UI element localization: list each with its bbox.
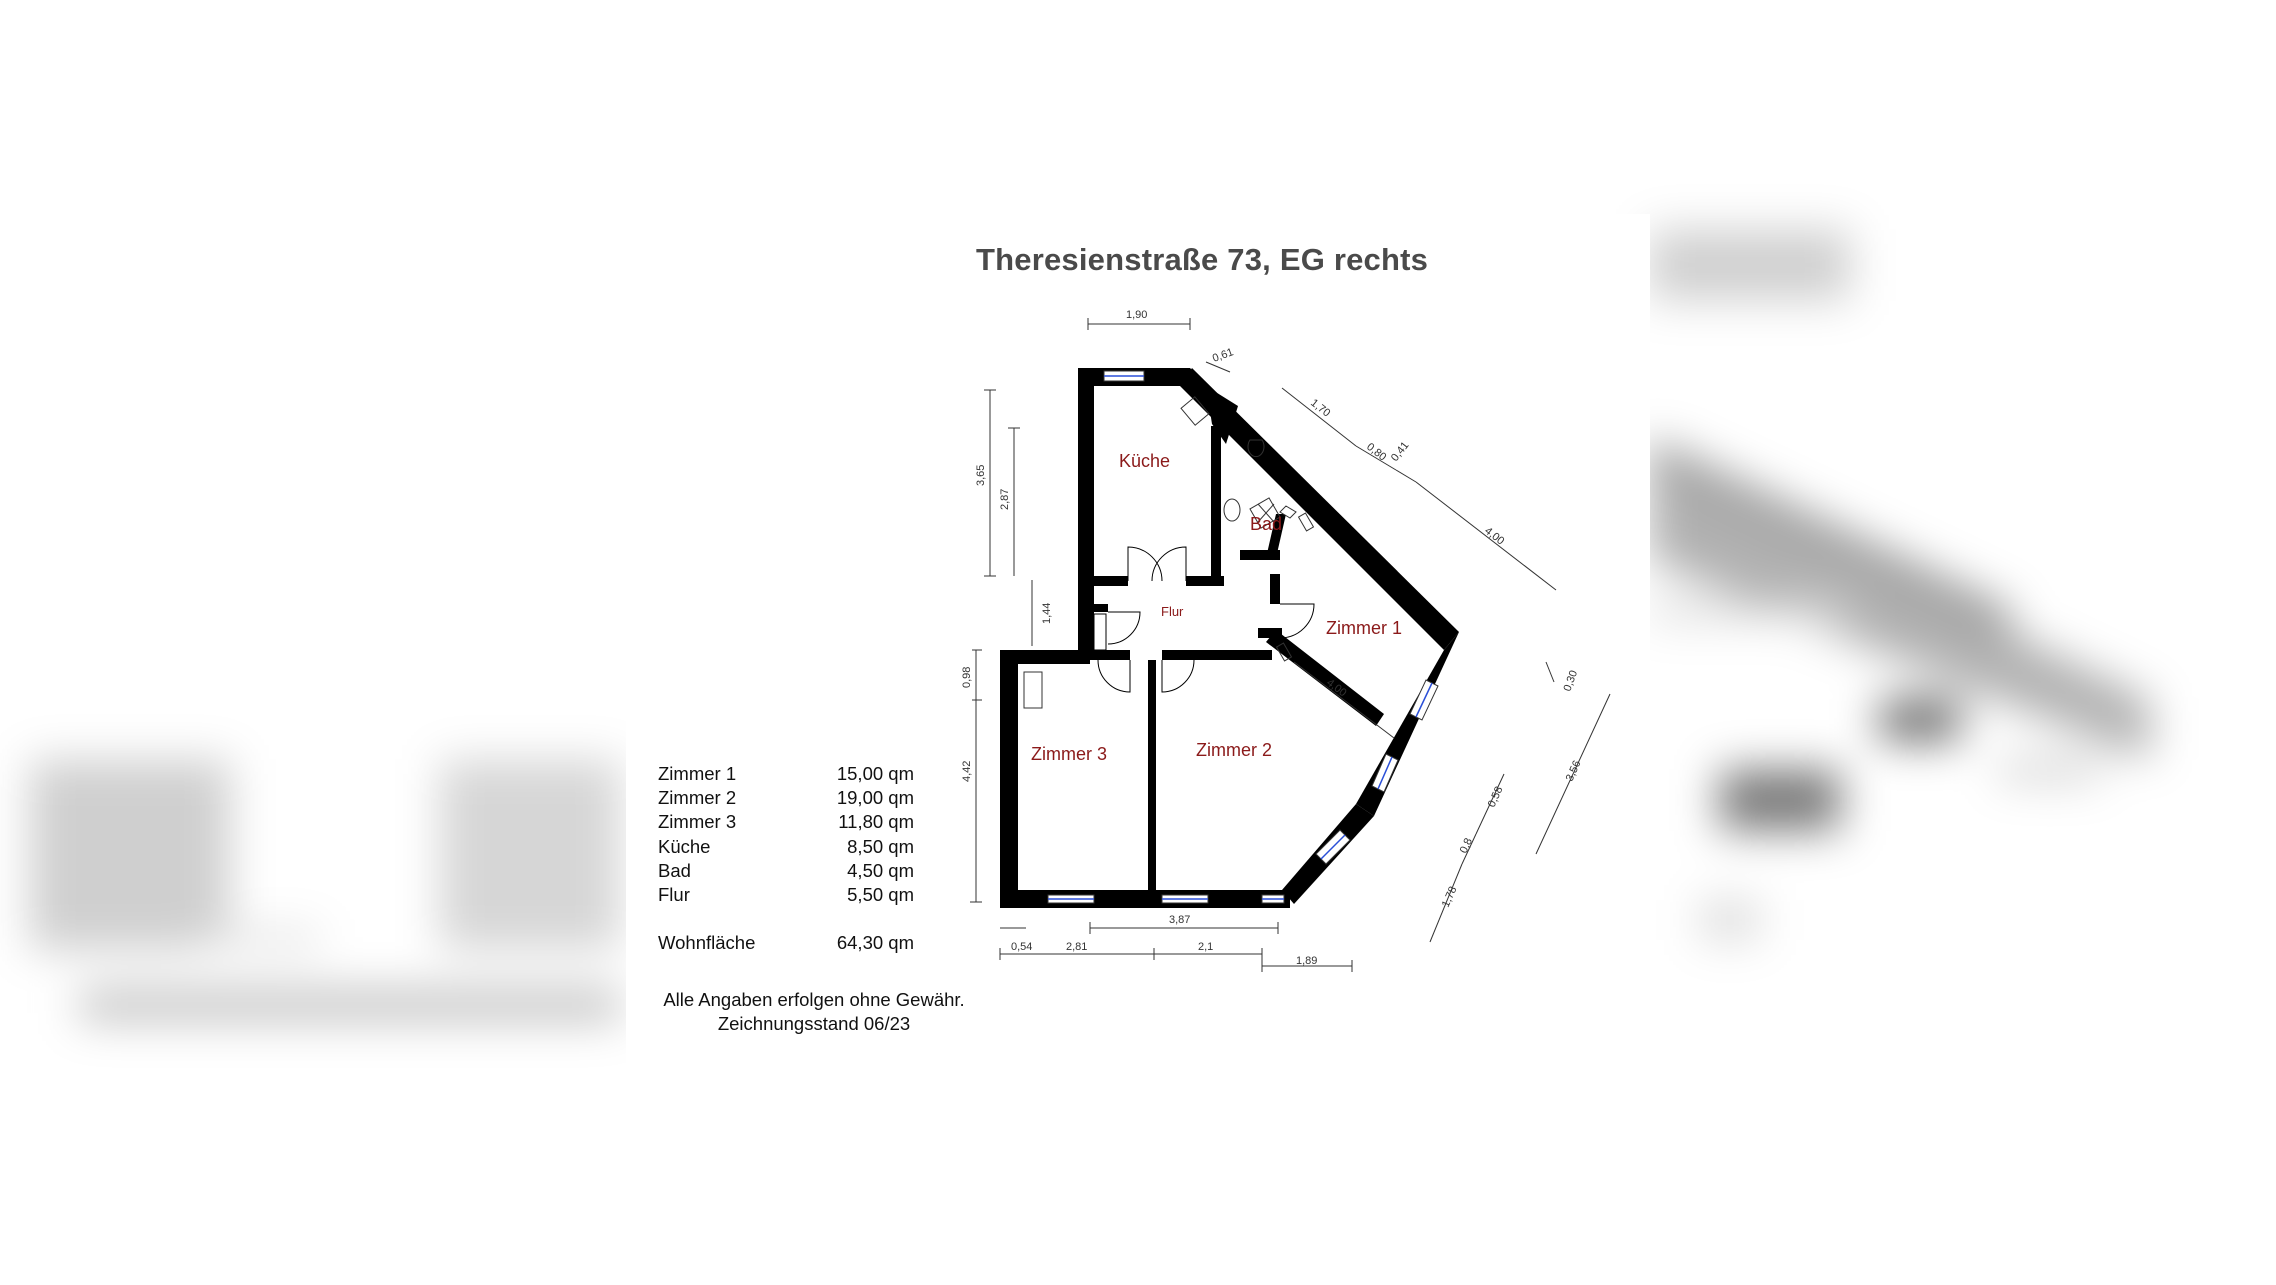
wall-flur-z3 [1090,650,1130,660]
exterior-walls [1000,368,1459,908]
wall-z3-top [1000,650,1090,664]
dim-z3-top: 0,98 [961,667,973,688]
wall-flur-bad [1186,576,1224,586]
wall-bad-bottom [1240,550,1280,560]
room-zimmer1: Zimmer 1 [1326,618,1402,638]
floor-plan-drawing: Küche Bad Flur Zimmer 1 Zimmer 2 Zimmer … [961,309,1611,972]
wall-flur-z2 [1162,650,1272,660]
dim-corner: 0,61 [1211,346,1235,365]
heater-z3-icon [1023,671,1043,709]
dim-bottom-b: 2,81 [1066,941,1087,953]
room-flur: Flur [1161,604,1184,619]
page-title: Theresienstraße 73, EG rechts [976,242,1429,277]
room-zimmer3: Zimmer 3 [1031,744,1107,764]
dim-bottom-total: 3,87 [1169,914,1190,926]
room-zimmer2: Zimmer 2 [1196,740,1272,760]
wall-south [1000,890,1290,908]
wall-z1-z2 [1266,630,1384,726]
dim-z3-height: 4,42 [961,761,973,782]
wall-diagonal-ne [1180,368,1459,650]
dim-right-mid: 0,58 [1486,785,1506,809]
wall-bad-z1 [1266,514,1286,558]
room-bad: Bad [1250,514,1282,534]
window-glazing [1048,375,1433,900]
sink-icon [1223,498,1241,522]
door-z3 [1097,659,1131,693]
window-bad [1279,505,1297,519]
dim-seg1: 1,70 [1308,397,1332,420]
door-bad [1151,546,1187,582]
dim-right-low1: 0,8 [1458,836,1475,855]
dim-diag-long: 4,00 [1482,525,1506,548]
dim-right-long: 3,56 [1564,759,1584,783]
heater-z2-icon [1275,642,1293,662]
drawing-date: Zeichnungsstand 06/23 [717,1013,911,1034]
wall-z1-flur-bottom [1258,628,1282,638]
door-entry [1107,611,1141,645]
door-z1 [1279,603,1315,639]
wall-z3-z2 [1148,660,1156,890]
door-kueche [1127,546,1163,582]
dim-top-width: 1,90 [1126,309,1147,321]
room-kueche: Küche [1119,451,1170,471]
dim-bottom-c: 2,1 [1198,941,1213,953]
doors [1093,546,1315,693]
wall-west-kueche [1078,368,1094,598]
heater-z1-icon [1297,512,1315,532]
dim-left-inner: 2,87 [999,489,1011,510]
dim-bottom-a: 0,54 [1011,941,1032,953]
wall-kueche-bad [1211,426,1221,584]
wall-flur-stub [1094,604,1108,612]
wall-flur-west [1078,598,1094,656]
toilet-icon [1247,439,1265,458]
shower-icon [1249,497,1281,529]
door-z2 [1161,659,1195,693]
wall-flur-z1 [1270,574,1280,604]
disclaimer-line: Alle Angaben erfolgen ohne Gewähr. [663,989,965,1010]
dim-seg2: 0,80 [1364,441,1388,464]
dimension-lines [970,318,1611,972]
dim-seg3: 0,41 [1389,440,1412,464]
dim-flur-height: 1,44 [1041,603,1053,624]
dim-right-small: 0,30 [1562,669,1581,693]
floor-plan-card: Theresienstraße 73, EG rechts [626,214,1650,1066]
stove-icon [1180,396,1210,426]
disclaimer: Alle Angaben erfolgen ohne Gewähr. Zeich… [626,988,1002,1036]
wall-east [1356,632,1459,816]
wall-bad-wedge [1206,386,1238,444]
entry-frame [1093,613,1107,651]
dim-bottom-d: 1,89 [1296,955,1317,967]
wall-kueche-flur [1094,576,1128,586]
fixtures [1023,396,1315,709]
dim-left-total: 3,65 [975,465,987,486]
interior-walls [1090,386,1384,890]
wall-west-z3 [1000,650,1018,908]
dim-right-low2: 1,78 [1440,885,1460,909]
